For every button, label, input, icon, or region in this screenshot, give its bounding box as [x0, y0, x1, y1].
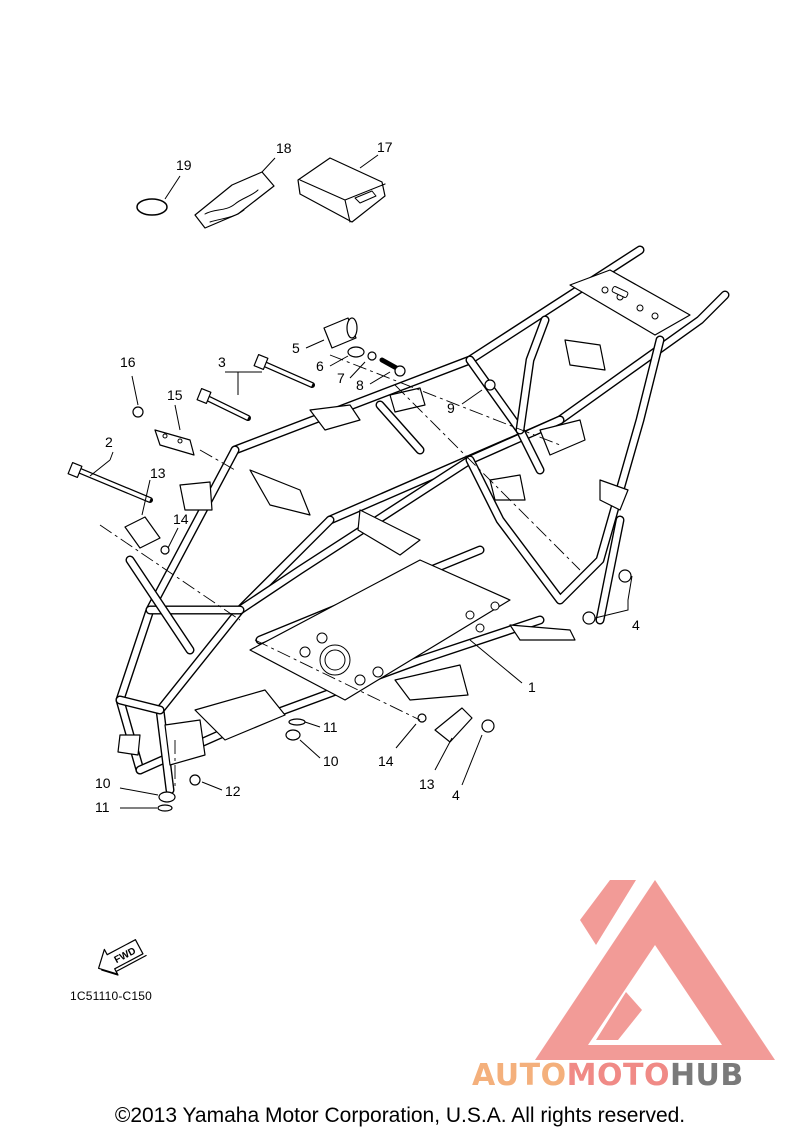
clamp-part — [131, 375, 195, 456]
rear-bracket — [569, 269, 691, 336]
callout-2: 2 — [105, 434, 113, 450]
mount-plate — [395, 707, 473, 771]
callout-11-left: 11 — [95, 799, 110, 815]
callout-16: 16 — [120, 354, 136, 370]
callout-12: 12 — [225, 783, 241, 799]
grommet-part — [119, 718, 321, 812]
nut-part — [461, 569, 633, 786]
bolt-part — [67, 451, 153, 503]
fwd-arrow-icon: FWD — [97, 939, 147, 976]
bushing-set — [305, 317, 406, 385]
callout-19: 19 — [176, 157, 192, 173]
frame-brackets — [117, 339, 629, 766]
callout-10-right: 10 — [323, 753, 339, 769]
callout-18: 18 — [276, 140, 292, 156]
callout-4-right: 4 — [632, 617, 640, 633]
watermark-brand-part1: AUTO — [472, 1058, 567, 1093]
watermark-brand: AUTOMOTOHUB — [472, 1058, 744, 1093]
callout-6: 6 — [316, 358, 324, 374]
center-lines — [99, 354, 581, 790]
callout-10-left: 10 — [95, 775, 111, 791]
callout-14-right: 14 — [378, 753, 394, 769]
mount-plate — [124, 479, 179, 555]
watermark-logo — [535, 880, 775, 1060]
callout-5: 5 — [292, 340, 300, 356]
nut-part — [461, 379, 496, 405]
callout-8: 8 — [356, 377, 364, 393]
callout-9: 9 — [447, 400, 455, 416]
tube-part — [194, 157, 276, 229]
callout-labels: 1 2 3 4 4 5 6 7 8 9 10 10 11 11 12 13 13… — [95, 139, 640, 815]
copyright-notice: ©2013 Yamaha Motor Corporation, U.S.A. A… — [114, 1104, 686, 1127]
callout-17: 17 — [377, 139, 393, 155]
callout-14-left: 14 — [173, 511, 189, 527]
callout-13-left: 13 — [150, 465, 166, 481]
callout-15: 15 — [167, 387, 183, 403]
watermark-brand-part3: HUB — [669, 1058, 744, 1093]
drawing-code: 1C51110-C150 — [70, 989, 153, 1003]
callout-1: 1 — [528, 679, 536, 695]
watermark-brand-part2: MOTO — [566, 1058, 670, 1093]
callout-11-right: 11 — [323, 719, 338, 735]
callout-7: 7 — [337, 370, 345, 386]
nut-part — [189, 774, 223, 791]
callout-3: 3 — [218, 354, 226, 370]
callout-13-right: 13 — [419, 776, 435, 792]
bolt-part — [196, 353, 315, 421]
floor-plate — [249, 559, 511, 701]
bag-part — [297, 154, 386, 223]
frame-leader — [469, 639, 523, 684]
callout-4-bottom: 4 — [452, 787, 460, 803]
o-ring-part — [136, 175, 181, 216]
